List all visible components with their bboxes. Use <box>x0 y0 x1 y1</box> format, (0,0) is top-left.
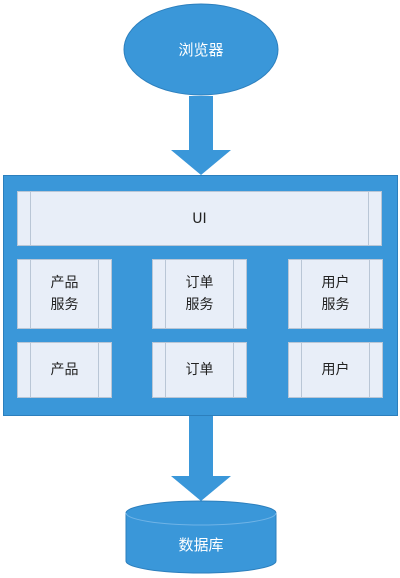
database-node: 数据库 <box>125 500 277 574</box>
product-module-box: 产品 <box>17 342 112 398</box>
arrow-down-bottom <box>171 416 231 501</box>
browser-node: 浏览器 <box>123 3 279 96</box>
database-cylinder-shape <box>125 500 277 574</box>
order-module-label: 订单 <box>185 362 214 378</box>
ui-layer-box: UI <box>17 191 382 246</box>
order-module-box: 订单 <box>152 342 247 398</box>
ui-layer-label: UI <box>192 210 207 227</box>
user-service-box: 用户服务 <box>288 259 383 329</box>
user-service-label-line2: 服务 <box>321 297 350 313</box>
order-service-box: 订单服务 <box>152 259 247 329</box>
database-label: 数据库 <box>178 535 224 554</box>
browser-label: 浏览器 <box>178 41 224 59</box>
product-service-label-line2: 服务 <box>50 297 79 313</box>
browser-ellipse-shape <box>123 3 279 96</box>
user-service-label-line1: 用户 <box>321 275 350 291</box>
application-container: UI 产品服务 订单服务 用户服务 产品 订单 用户 <box>3 175 398 416</box>
order-service-label-line2: 服务 <box>185 297 214 313</box>
arrow-down-top <box>171 96 231 175</box>
product-service-label-line1: 产品 <box>50 275 79 291</box>
user-module-box: 用户 <box>288 342 383 398</box>
product-service-box: 产品服务 <box>17 259 112 329</box>
order-service-label-line1: 订单 <box>185 275 214 291</box>
product-module-label: 产品 <box>50 362 79 378</box>
user-module-label: 用户 <box>321 362 350 378</box>
